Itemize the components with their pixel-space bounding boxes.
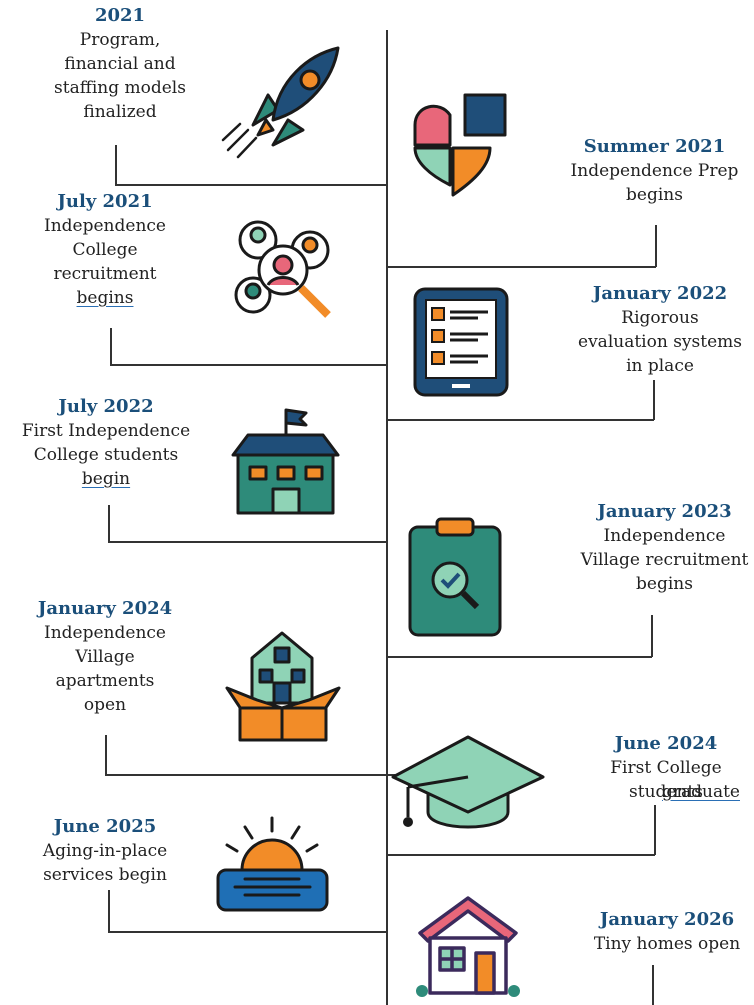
connector-horizontal (110, 364, 386, 366)
connector-horizontal (108, 541, 386, 543)
connector-vertical (653, 380, 655, 420)
milestone-text: First Independence College students (21, 421, 191, 465)
connector-vertical (105, 735, 107, 775)
apartment-box-icon (225, 631, 341, 742)
milestone-text: Aging-in-place services begin (42, 841, 168, 885)
milestone-date: January 2024 (37, 598, 173, 619)
connector-vertical (110, 328, 112, 365)
connector-horizontal (386, 656, 652, 658)
connector-vertical (655, 225, 657, 267)
milestone-text: Independence College recruitment (44, 216, 166, 284)
timeline-spine (386, 30, 388, 1005)
milestone-date: June 2025 (53, 816, 157, 837)
milestone-1: Summer 2021 Independence Prep begins (555, 135, 754, 207)
milestone-8: June 2025 Aging-in-place services begin (25, 815, 185, 887)
connector-horizontal (386, 854, 655, 856)
milestone-date: January 2026 (599, 909, 735, 930)
milestone-5: January 2023 Independence Village recrui… (575, 500, 754, 596)
tiny-home-icon (416, 896, 520, 997)
milestone-text: Rigorous evaluation systems in place (578, 308, 742, 376)
rocket-icon (221, 46, 340, 159)
milestone-date: July 2021 (57, 191, 153, 212)
heart-puzzle-icon (413, 93, 507, 197)
milestone-7: June 2024 First College students graduat… (578, 732, 754, 804)
connector-horizontal (386, 419, 654, 421)
milestone-date: June 2024 (614, 733, 718, 754)
milestone-9: January 2026 Tiny homes open (580, 908, 754, 956)
connector-horizontal (115, 184, 386, 186)
connector-vertical (652, 965, 654, 1005)
checklist-tablet-icon (413, 287, 509, 397)
milestone-date: 2021 (94, 5, 146, 26)
connector-vertical (108, 505, 110, 542)
milestone-text: Independence Village apartments open (44, 623, 166, 715)
milestone-text: Independence Village recruitment begins (580, 526, 749, 594)
connector-horizontal (108, 931, 386, 933)
milestone-link-text: graduate (661, 782, 740, 802)
milestone-link-text: begins (76, 288, 134, 308)
milestone-6: January 2024 Independence Village apartm… (20, 597, 190, 717)
recruitment-search-icon (234, 220, 331, 318)
connector-vertical (651, 615, 653, 657)
milestone-date: Summer 2021 (583, 136, 726, 157)
milestone-text: Program, financial and staffing models f… (54, 30, 186, 122)
connector-vertical (108, 890, 110, 932)
milestone-date: January 2022 (592, 283, 728, 304)
milestone-link-text: begin (81, 469, 131, 489)
milestone-date: January 2023 (597, 501, 732, 522)
milestone-text-tail: graduate (578, 780, 754, 804)
clipboard-search-icon (408, 517, 502, 637)
connector-vertical (115, 145, 117, 185)
connector-horizontal (105, 774, 395, 776)
milestone-text: Independence Prep begins (570, 161, 739, 205)
sunset-water-icon (216, 816, 329, 912)
connector-horizontal (386, 266, 656, 268)
graduation-cap-icon (391, 735, 545, 829)
milestone-3: January 2022 Rigorous evaluation systems… (575, 282, 745, 378)
milestone-0: 2021 Program, financial and staffing mod… (30, 4, 210, 124)
connector-vertical (654, 805, 656, 855)
milestone-text: First College students (610, 758, 722, 802)
milestone-2: July 2021 Independence College recruitme… (20, 190, 190, 310)
milestone-4: July 2022 First Independence College stu… (10, 395, 202, 491)
school-building-icon (231, 408, 340, 515)
milestone-text: Tiny homes open (593, 934, 741, 954)
milestone-date: July 2022 (58, 396, 154, 417)
